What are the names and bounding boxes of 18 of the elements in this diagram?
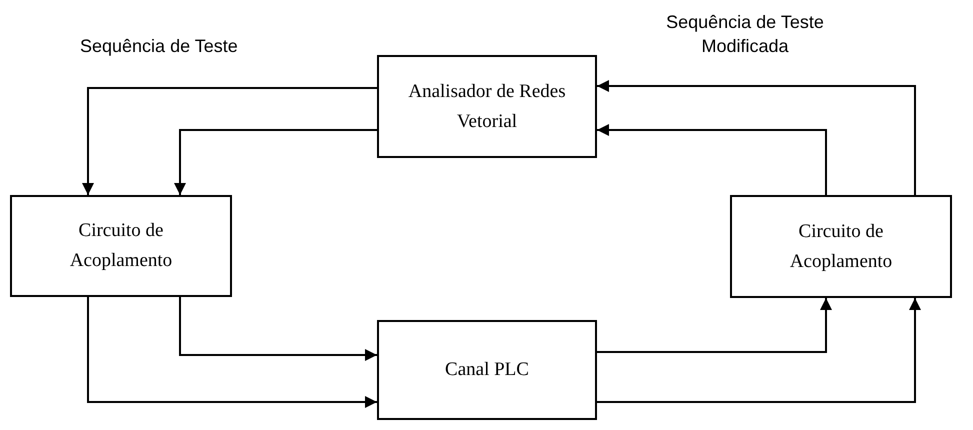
annotation-text: Sequência de Teste Modificada (665, 11, 825, 58)
arrow (82, 87, 377, 195)
box-label: Analisador de Redes Vetorial (407, 80, 567, 134)
process-box (730, 195, 952, 298)
annotation-text: Sequência de Teste (80, 35, 239, 58)
arrow (597, 298, 921, 403)
box-label: Circuito de Acoplamento (788, 220, 894, 274)
process-box (377, 320, 597, 420)
box-label: Circuito de Acoplamento (68, 219, 174, 273)
process-box (10, 195, 232, 297)
arrow (597, 80, 916, 195)
arrow (597, 298, 832, 353)
box-label: Canal PLC (445, 358, 529, 382)
arrow (87, 297, 377, 408)
arrow (174, 129, 377, 195)
arrow (597, 124, 827, 195)
arrow (179, 297, 377, 361)
process-box (377, 55, 597, 158)
